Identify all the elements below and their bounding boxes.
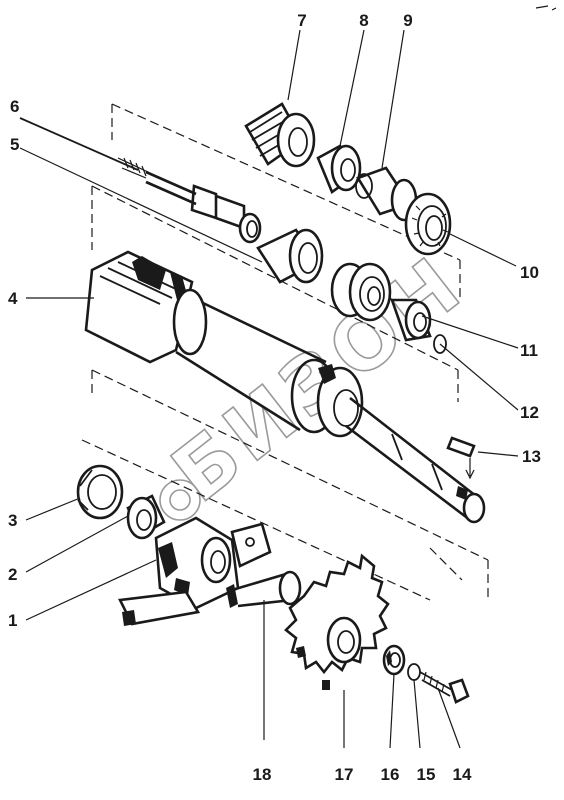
part-2-bushing (126, 494, 166, 540)
callout-3: 3 (8, 511, 17, 530)
part-10-bearing (404, 192, 452, 256)
part-11-bearing (330, 262, 432, 342)
callout-8: 8 (359, 11, 368, 30)
watermark: БИЗОН (155, 238, 481, 521)
part-16-washer (382, 644, 406, 676)
part-8-ring (316, 144, 362, 194)
callout-6: 6 (10, 97, 19, 116)
assembly-frame-top (111, 103, 461, 300)
corner-mark (535, 5, 557, 11)
part-6-shaft (19, 117, 262, 244)
assembly-frame-bottom (81, 369, 489, 601)
part-13-key (446, 436, 476, 480)
part-4-housing (84, 250, 486, 524)
assembly-frame-mid (91, 185, 459, 402)
callout-7: 7 (297, 11, 306, 30)
leader-lines (25, 29, 519, 749)
part-3-washer (76, 464, 124, 520)
callout-18: 18 (253, 765, 272, 784)
callout-4: 4 (8, 289, 18, 308)
callout-11: 11 (520, 341, 538, 360)
part-14-bolt (419, 671, 470, 704)
part-18-shaft (226, 570, 302, 608)
callout-12: 12 (520, 403, 539, 422)
watermark-logo (159, 479, 201, 521)
callout-17: 17 (335, 765, 354, 784)
watermark-text: БИЗОН (156, 239, 481, 520)
callout-16: 16 (381, 765, 400, 784)
callout-9: 9 (403, 11, 412, 30)
callout-labels: 7 8 9 6 5 4 10 11 12 13 3 2 1 18 17 16 1… (8, 11, 541, 784)
callout-2: 2 (8, 565, 17, 584)
part-1-bracket (118, 516, 272, 626)
callout-10: 10 (520, 263, 539, 282)
part-5-bushing (19, 147, 324, 284)
callout-14: 14 (453, 765, 472, 784)
callout-5: 5 (10, 135, 19, 154)
callout-15: 15 (417, 765, 436, 784)
part-15-lock-washer (407, 663, 421, 681)
part-7-threaded-nut (244, 102, 316, 168)
callout-13: 13 (522, 447, 541, 466)
callout-1: 1 (8, 611, 17, 630)
part-17-sprocket (284, 553, 390, 690)
